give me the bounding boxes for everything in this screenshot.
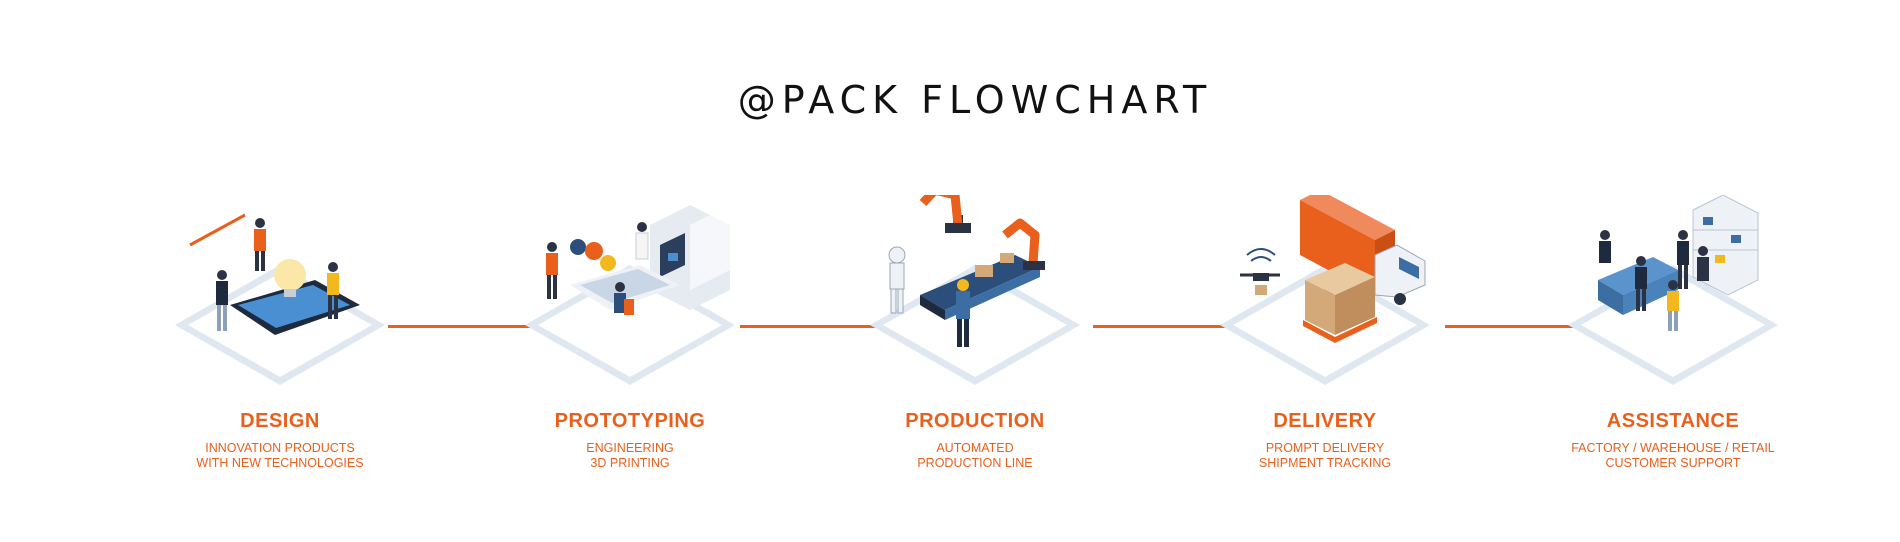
step-title: PRODUCTION xyxy=(905,410,1045,432)
page-title: @PACK FLOWCHART xyxy=(737,78,1213,122)
step-line-2: 3D PRINTING xyxy=(590,456,670,470)
assistance-illustration-icon xyxy=(1568,195,1778,385)
step-line-1: ENGINEERING xyxy=(586,441,674,455)
step-description: ENGINEERING 3D PRINTING xyxy=(490,441,770,471)
step-description: FACTORY / WAREHOUSE / RETAIL CUSTOMER SU… xyxy=(1533,441,1813,471)
connector-line xyxy=(388,325,530,328)
design-illustration-icon xyxy=(175,213,385,385)
step-line-1: PROMPT DELIVERY xyxy=(1265,441,1385,455)
step-line-1: FACTORY / WAREHOUSE / RETAIL xyxy=(1571,441,1775,455)
step-description: AUTOMATED PRODUCTION LINE xyxy=(835,441,1115,471)
step-title: PROTOTYPING xyxy=(554,410,706,432)
connector-line xyxy=(1445,325,1587,328)
step-description: INNOVATION PRODUCTS WITH NEW TECHNOLOGIE… xyxy=(140,441,420,471)
production-illustration-icon xyxy=(870,195,1080,385)
step-line-2: CUSTOMER SUPPORT xyxy=(1605,456,1741,470)
step-line-1: INNOVATION PRODUCTS xyxy=(205,441,355,455)
step-line-2: WITH NEW TECHNOLOGIES xyxy=(196,456,364,470)
step-line-1: AUTOMATED xyxy=(936,441,1014,455)
step-title: DESIGN xyxy=(240,410,320,432)
step-line-2: PRODUCTION LINE xyxy=(917,456,1033,470)
delivery-illustration-icon xyxy=(1220,195,1430,385)
prototyping-illustration-icon xyxy=(525,205,735,385)
connector-line xyxy=(1093,325,1235,328)
connector-line xyxy=(740,325,882,328)
step-title: DELIVERY xyxy=(1273,410,1377,432)
step-title: ASSISTANCE xyxy=(1606,410,1740,432)
step-description: PROMPT DELIVERY SHIPMENT TRACKING xyxy=(1185,441,1465,471)
step-line-2: SHIPMENT TRACKING xyxy=(1258,456,1392,470)
